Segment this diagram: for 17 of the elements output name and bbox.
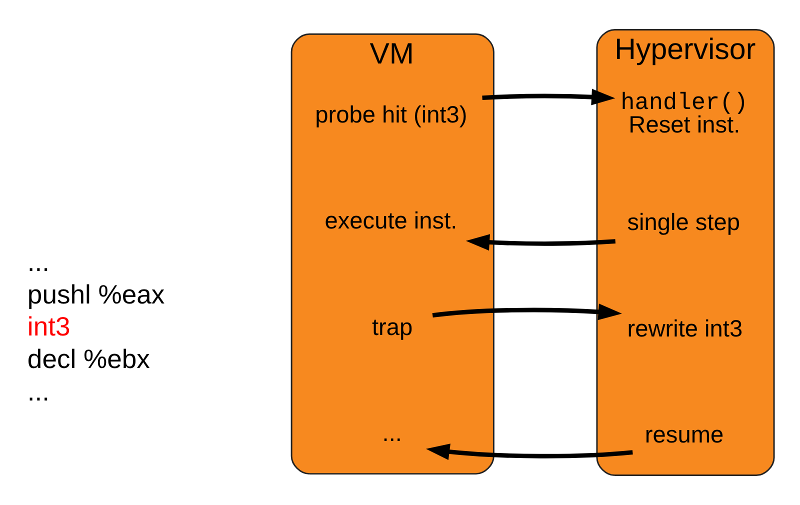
label: ... xyxy=(27,246,50,277)
node-text: rewrite int3 xyxy=(627,316,743,342)
label: pushl %eax xyxy=(27,279,165,310)
node-text: single step xyxy=(627,210,740,236)
node-text: probe hit (int3) xyxy=(315,102,468,128)
node-text: handler() Reset inst. xyxy=(620,90,748,139)
label: decl %ebx xyxy=(27,344,150,374)
arrow xyxy=(466,234,616,251)
node-text: trap xyxy=(372,314,413,341)
label: ... xyxy=(27,376,50,407)
node-text: ... xyxy=(382,421,402,448)
label: int3 xyxy=(27,312,70,342)
node-text: resume xyxy=(644,422,724,449)
arrow xyxy=(426,444,633,460)
node-text: execute inst. xyxy=(324,208,458,235)
arrow xyxy=(482,88,616,106)
arrow xyxy=(432,304,622,320)
